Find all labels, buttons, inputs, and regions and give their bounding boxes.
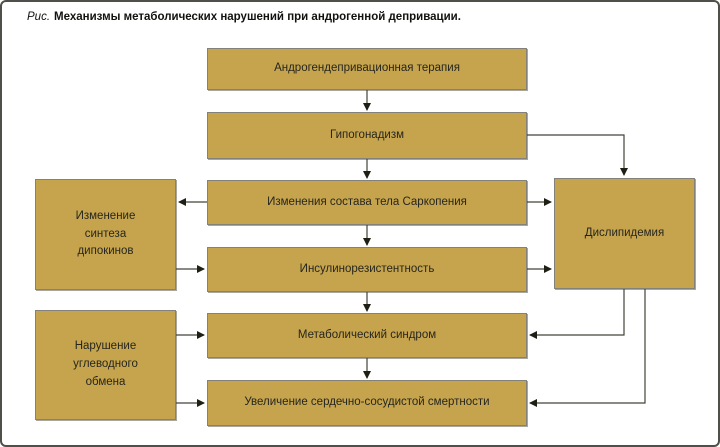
edge-hypogonadism-to-dyslipidemia [527,134,628,176]
node-label: Метаболический синдром [297,328,437,341]
caption-prefix: Рис. [27,11,51,23]
node-label: Изменения состава тела Саркопения [267,195,467,208]
node-label: Инсулинорезистентность [299,262,435,275]
node-label: Увеличение сердечно-сосудистой смертност… [244,396,490,409]
node-label: Гипогонадизм [329,128,405,141]
node-metabolic-syndrome: Метаболический синдром [207,313,527,358]
edge-dyslipidemia-to-metabolic-syndrome [529,289,625,339]
node-label: Дислипидемия [584,226,665,239]
node-carbohydrate-metabolism: Нарушение углеводного обмена [35,310,176,420]
node-dyslipidemia: Дислипидемия [554,178,695,289]
caption-text: Механизмы метаболических нарушений при а… [54,11,461,23]
node-adipokine-synthesis: Изменение синтеза дипокинов [35,179,176,290]
node-insulin-resistance: Инсулинорезистентность [207,247,527,292]
node-label: Андрогендепривационная терапия [274,62,460,75]
figure-caption: Рис.Механизмы метаболических нарушений п… [27,11,461,23]
node-body-composition-sarcopenia: Изменения состава тела Саркопения [207,180,527,225]
node-label: Изменение синтеза дипокинов [75,209,136,258]
node-hypogonadism: Гипогонадизм [207,112,527,159]
node-androgen-deprivation-therapy: Андрогендепривационная терапия [207,48,527,90]
node-label: Нарушение углеводного обмена [73,340,138,388]
edge-dyslipidemia-to-cv-mortality [529,289,646,407]
node-cardiovascular-mortality: Увеличение сердечно-сосудистой смертност… [207,380,527,426]
